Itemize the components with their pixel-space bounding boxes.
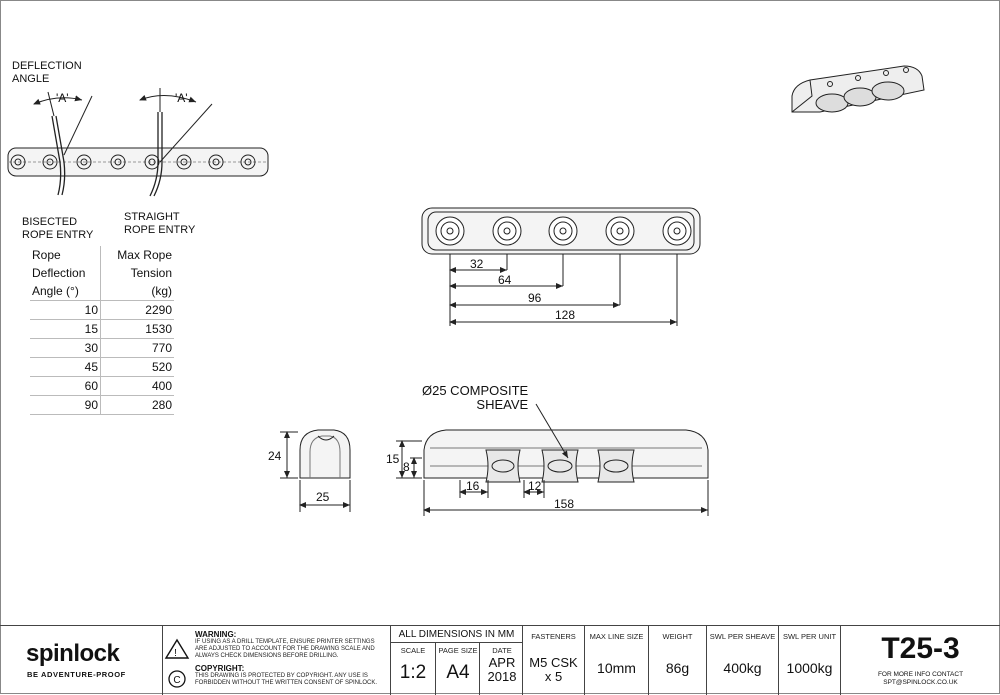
dim-24: 24 (268, 449, 282, 463)
sheave-hole (240, 154, 256, 170)
sheave (541, 449, 579, 483)
sheave-hole (144, 154, 160, 170)
part-number: T25-3 (881, 632, 960, 665)
side-view (396, 403, 709, 516)
swl-unit-cell: SWL PER UNIT 1000kg (778, 626, 840, 695)
swl-sheave-cell: SWL PER SHEAVE 400kg (706, 626, 778, 695)
sheave-hole (76, 154, 92, 170)
angle-marker-a1: 'A' (56, 91, 69, 105)
dim-64: 64 (498, 273, 512, 287)
line-size-cell: MAX LINE SIZE 10mm (584, 626, 648, 695)
scale-head: SCALE (400, 646, 426, 655)
copyright-title: COPYRIGHT: (195, 664, 245, 673)
title-block: spinlock BE ADVENTURE-PROOF WARNING: IF … (0, 625, 1000, 695)
weight-cell: WEIGHT 86g (648, 626, 706, 695)
dim-12: 12 (528, 479, 542, 493)
weight-value: 86g (665, 660, 690, 676)
dims-cell: ALL DIMENSIONS IN MM SCALE 1:2 PAGE SIZE… (390, 626, 522, 695)
sheave-fixing (492, 216, 522, 246)
deflection-view (7, 88, 269, 197)
dim-96: 96 (528, 291, 542, 305)
isometric-view (791, 65, 925, 113)
brand-tagline: BE ADVENTURE-PROOF (27, 670, 126, 679)
notice-cell: WARNING: IF USING AS A DRILL TEMPLATE, E… (162, 626, 390, 695)
brand-logo: spinlock (26, 640, 120, 667)
plan-view (421, 207, 701, 326)
sheave-hole (208, 154, 224, 170)
date-head: DATE (492, 646, 512, 655)
sheave (485, 449, 521, 483)
svg-text:!: ! (174, 648, 177, 659)
sheave-fixing (662, 216, 692, 246)
scale-value: 1:2 (399, 662, 427, 683)
angle-marker-a2: 'A' (175, 91, 188, 105)
copyright-text: THIS DRAWING IS PROTECTED BY COPYRIGHT. … (195, 673, 378, 686)
swl-sheave-value: 400kg (723, 660, 762, 676)
warning-icon (164, 638, 190, 659)
dim-8: 8 (403, 460, 410, 474)
warning-title: WARNING: (195, 630, 237, 639)
swl-unit-value: 1000kg (786, 660, 833, 676)
sheave-hole (42, 154, 58, 170)
sheave-hole (10, 154, 26, 170)
sheave-hole (176, 154, 192, 170)
sheave-fixing (548, 216, 578, 246)
dim-25: 25 (316, 490, 330, 504)
warning-text: IF USING AS A DRILL TEMPLATE, ENSURE PRI… (195, 639, 375, 659)
dim-158: 158 (554, 497, 575, 511)
svg-text:C: C (173, 675, 180, 686)
dim-32: 32 (470, 257, 484, 271)
sheave-hole (110, 154, 126, 170)
dim-16: 16 (466, 479, 480, 493)
sheave (597, 449, 635, 483)
dim-128: 128 (555, 308, 576, 322)
dim-15: 15 (386, 452, 400, 466)
all-dims-note: ALL DIMENSIONS IN MM (398, 629, 515, 640)
line-size-value: 10mm (597, 660, 636, 676)
sheave-fixing (605, 216, 635, 246)
end-view (280, 429, 351, 512)
copyright-icon (168, 670, 186, 688)
page-size-value: A4 (446, 662, 470, 683)
sheave-fixing (435, 216, 465, 246)
page-size-head: PAGE SIZE (438, 646, 478, 655)
